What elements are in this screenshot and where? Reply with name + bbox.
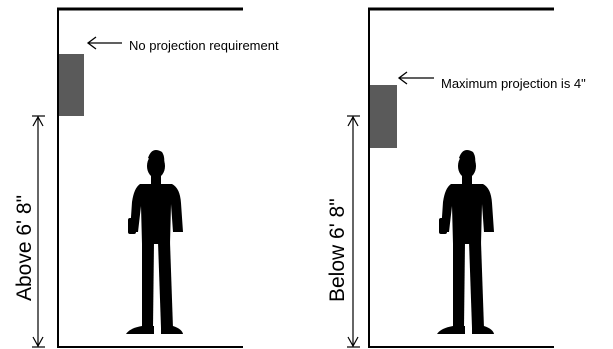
wall-mounted-object-icon bbox=[59, 54, 84, 116]
person-silhouette-icon bbox=[437, 150, 494, 334]
wall-mounted-object-icon bbox=[370, 85, 397, 148]
callout-text: No projection requirement bbox=[129, 38, 279, 53]
height-label: Below 6' 8" bbox=[326, 198, 349, 302]
person-silhouette-icon bbox=[126, 150, 183, 334]
dimension-arrow-icon bbox=[32, 115, 45, 348]
panel-right: Maximum projection is 4" Below 6' 8" bbox=[326, 7, 586, 348]
panel-left: No projection requirement Above 6' 8" bbox=[13, 7, 279, 348]
arrow-left-icon bbox=[397, 71, 434, 85]
height-label: Above 6' 8" bbox=[13, 195, 36, 301]
callout-text: Maximum projection is 4" bbox=[441, 76, 586, 91]
dimension-arrow-icon bbox=[347, 115, 360, 348]
arrow-left-icon bbox=[86, 36, 122, 50]
